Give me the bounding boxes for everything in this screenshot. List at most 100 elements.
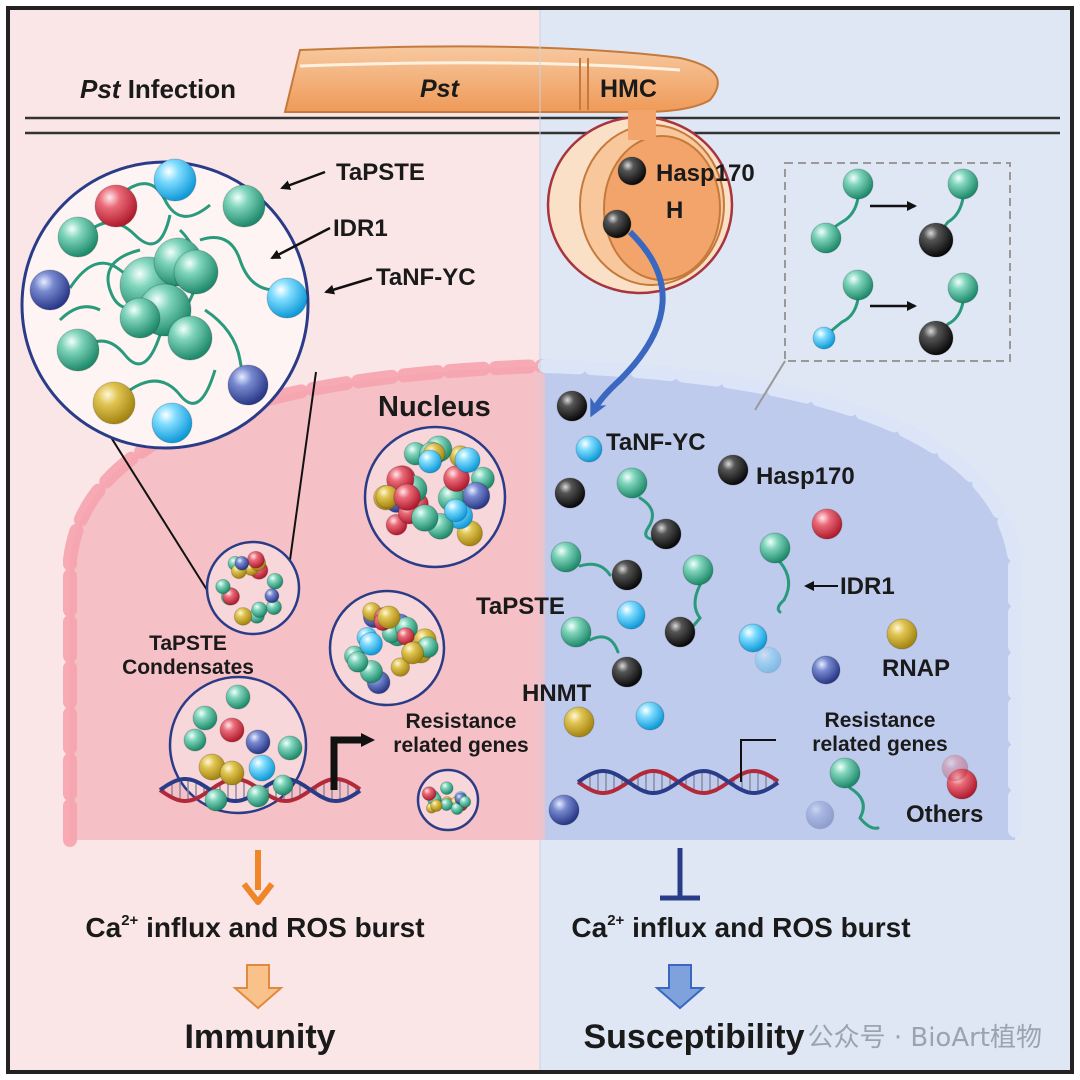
tapste-protein	[183, 728, 207, 752]
hypha-highlight	[299, 61, 681, 72]
idr-tail	[83, 214, 172, 246]
tapste-protein	[947, 272, 979, 304]
tapste-protein	[57, 216, 99, 258]
rnap-protein	[29, 269, 71, 311]
ca-ros-left-label: Ca2+ influx and ROS burst	[85, 912, 424, 943]
tanfyc-protein	[754, 646, 782, 674]
other-protein-protein	[393, 483, 421, 511]
susceptibility-block-arrow	[654, 964, 706, 1010]
tapste-protein	[550, 541, 582, 573]
tapste-protein	[192, 705, 218, 731]
rnap-protein	[805, 800, 835, 830]
tapste-protein	[947, 168, 979, 200]
hnmt-protein	[390, 657, 411, 677]
tapste-protein	[222, 184, 266, 228]
tanfyc-protein	[266, 277, 308, 319]
hnmt-protein	[430, 799, 443, 812]
other-protein-protein	[941, 754, 969, 782]
tapste-protein	[458, 795, 472, 809]
ca-ros-right-label: Ca2+ influx and ROS burst	[571, 912, 910, 943]
tanfyc-nucleus-label: TaNF-YC	[606, 429, 706, 456]
hasp170-protein	[556, 390, 588, 422]
immunity-label: Immunity	[184, 1018, 335, 1056]
other-protein-protein	[811, 508, 843, 540]
tapste-protein	[215, 578, 231, 595]
tapste-protein	[204, 788, 228, 812]
hnmt-protein	[219, 760, 245, 786]
tapste-protein	[277, 735, 303, 761]
hnmt-protein	[563, 706, 595, 738]
rnap-protein	[548, 794, 580, 826]
hnmt-label: HNMT	[522, 680, 592, 707]
tanfyc-protein	[575, 435, 603, 463]
pst-hypha-label: Pst	[420, 75, 461, 103]
tapste-protein	[560, 616, 592, 648]
condensates-label-line2: Condensates	[122, 656, 254, 679]
other-protein-protein	[219, 717, 245, 743]
rnap-label: RNAP	[882, 655, 950, 682]
hasp170-protein	[602, 209, 632, 239]
hasp170-protein	[611, 559, 643, 591]
tapste-protein	[346, 651, 369, 673]
haustorium-body	[603, 135, 721, 281]
tanfyc-protein	[635, 701, 665, 731]
tanfyc-protein	[248, 754, 276, 782]
idr1-zoom-label: IDR1	[333, 215, 388, 242]
hasp170-protein	[664, 616, 696, 648]
tanfyc-protein	[454, 446, 481, 474]
tanfyc-callout-arrow	[324, 276, 373, 295]
hasp170-top-label: Hasp170	[656, 160, 755, 187]
dna-strand	[576, 768, 780, 796]
condensate-medium	[328, 589, 446, 707]
tapste-protein	[225, 684, 251, 710]
hasp170-protein	[650, 518, 682, 550]
tapste-protein	[251, 601, 268, 618]
tanfyc-protein	[417, 449, 443, 474]
hnmt-protein	[233, 607, 253, 626]
tapste-protein	[842, 269, 874, 301]
tapste-protein	[56, 328, 100, 372]
tanfyc-protein	[153, 158, 197, 202]
nucleus-label: Nucleus	[378, 391, 491, 423]
idr-tail	[199, 236, 276, 292]
idr-tail	[588, 635, 620, 654]
inset-connector	[754, 360, 786, 411]
tapste-protein	[616, 467, 648, 499]
tanfyc-protein	[443, 498, 468, 523]
tapste-protein	[829, 757, 861, 789]
tanfyc-protein	[359, 631, 383, 656]
hnmt-protein	[886, 618, 918, 650]
hasp170-nucleus-label: Hasp170	[756, 463, 855, 490]
rnap-protein	[462, 481, 491, 510]
tapste-nucleus-label: TaPSTE	[476, 593, 565, 620]
resistance-genes-right-line2: related genes	[812, 733, 947, 756]
idr-tail	[58, 305, 101, 322]
other-protein-protein	[246, 550, 265, 569]
dna-helix-right	[576, 768, 780, 796]
zoom-connector-right	[289, 371, 317, 561]
tapste-protein	[810, 222, 842, 254]
idr-tail	[776, 560, 791, 614]
transcription-arrow-on	[330, 736, 368, 790]
secretion-arrow	[590, 229, 666, 418]
tanfyc-protein	[738, 623, 768, 653]
promote-arrow-head	[241, 882, 275, 905]
rnap-protein	[264, 588, 280, 604]
inset-box	[784, 162, 1011, 362]
resistance-genes-left-line2: related genes	[393, 734, 528, 757]
hasp170-protein	[918, 222, 954, 258]
nuclear-envelope-right	[538, 359, 1022, 847]
hasp170-protein	[918, 320, 954, 356]
idr-tail	[119, 182, 211, 218]
rnap-protein	[227, 364, 269, 406]
others-label: Others	[906, 801, 983, 828]
transcription-arrow-off	[740, 739, 776, 782]
hasp170-protein	[617, 156, 647, 186]
tanfyc-protein	[151, 402, 193, 444]
rnap-protein	[234, 555, 250, 571]
susceptibility-label: Susceptibility	[583, 1018, 804, 1056]
tapste-protein	[759, 532, 791, 564]
tanfyc-protein	[616, 600, 646, 630]
